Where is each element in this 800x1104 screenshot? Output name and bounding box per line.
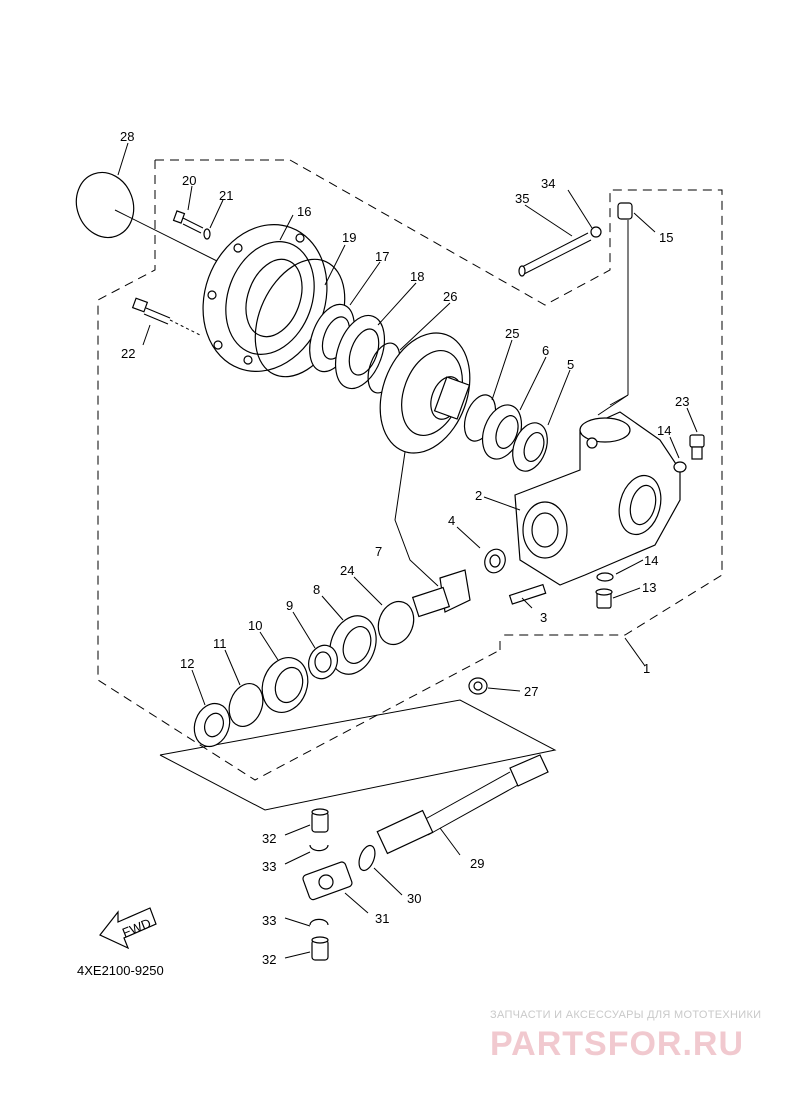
callout-6: 6 [542,343,549,358]
callout-14-lower: 14 [644,553,658,568]
callout-11: 11 [213,636,227,651]
callout-19: 19 [342,230,356,245]
callout-4: 4 [448,513,455,528]
part-13-drain-plug [595,588,613,609]
ring-gear [379,332,471,454]
watermark-tagline: ЗАПЧАСТИ И АКСЕССУАРЫ ДЛЯ МОТОТЕХНИКИ [490,1009,761,1021]
callout-18: 18 [410,269,424,284]
part-30-circlip [358,844,376,872]
part-33-circlip-lower [309,918,329,926]
callout-7: 7 [375,544,382,559]
part-24-shim [377,600,415,646]
callout-20: 20 [182,173,196,188]
callout-30: 30 [407,891,421,906]
diagram-code: 4XE2100-9250 [77,963,164,978]
callout-33-lower: 33 [262,913,276,928]
part-12-oil-seal [193,702,231,748]
callout-26: 26 [443,289,457,304]
callout-15: 15 [659,230,673,245]
callout-32-upper: 32 [262,831,276,846]
part-31-universal-joint [302,861,353,901]
callout-3: 3 [540,610,547,625]
part-20-bolt [172,210,204,234]
callout-2: 2 [475,488,482,503]
part-14-washer-upper [673,461,687,473]
assembly-boundary-dashed [97,159,723,781]
callout-9: 9 [286,598,293,613]
part-4-bushing [484,548,506,574]
part-6-bearing [481,404,523,460]
leader-lines [117,142,698,959]
callout-31: 31 [375,911,389,926]
callout-35: 35 [515,191,529,206]
part-32-bearing-cup-upper [311,808,329,833]
part-9-collar [308,644,338,680]
part-10-bearing-retainer [261,657,309,713]
callout-8: 8 [313,582,320,597]
callout-14-upper: 14 [657,423,671,438]
part-32-bearing-cup-lower [311,936,329,961]
part-2-gear-housing [514,411,681,586]
callout-10: 10 [248,618,262,633]
part-35-breather-hose [518,232,592,277]
callout-17: 17 [375,249,389,264]
shaft-group-outline [159,699,557,811]
fwd-arrow-icon: FWD [99,907,157,950]
callout-21: 21 [219,188,233,203]
part-21-washer [203,228,211,240]
callout-1: 1 [643,661,650,676]
part-15-breather-joint [597,202,633,416]
callout-labels: 28 20 21 16 19 17 18 26 22 25 6 5 35 34 … [120,129,689,967]
callout-25: 25 [505,326,519,341]
callout-24: 24 [340,563,354,578]
callout-22: 22 [121,346,135,361]
callout-12: 12 [180,656,194,671]
part-8-bearing [329,615,377,675]
callout-28: 28 [120,129,134,144]
part-23-filler-bolt [689,434,705,460]
callout-23: 23 [675,394,689,409]
callout-27: 27 [524,684,538,699]
part-34-clip [590,226,602,238]
part-27-nut [468,677,488,695]
callout-34: 34 [541,176,555,191]
part-33-circlip-upper [309,844,329,852]
callout-32-lower: 32 [262,952,276,967]
callout-33-upper: 33 [262,859,276,874]
callout-29: 29 [470,856,484,871]
part-5-oil-seal [512,422,548,472]
callout-13: 13 [642,580,656,595]
part-7-pinion-gear [411,569,471,618]
part-11-o-ring [228,683,264,727]
callout-5: 5 [567,357,574,372]
part-3-stud [508,583,547,605]
part-14-washer-lower [596,572,614,582]
part-29-drive-shaft [376,754,549,855]
watermark-logo: PARTSFOR.RU [490,1025,744,1063]
part-22-bolt [131,297,201,336]
part-28-o-ring [75,171,135,239]
callout-16: 16 [297,204,311,219]
